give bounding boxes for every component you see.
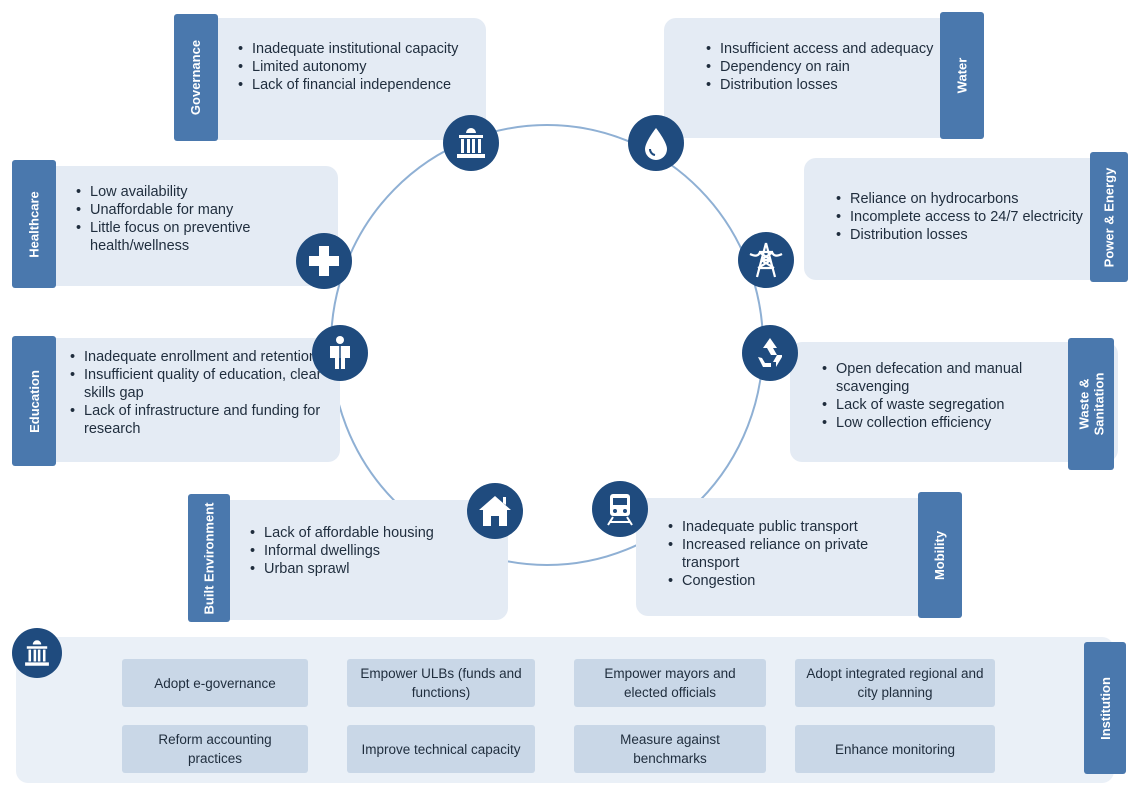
water-list: Insufficient access and adequacy Depende… <box>704 40 934 94</box>
list-item: Unaffordable for many <box>74 201 314 219</box>
water-title: Water <box>954 57 970 94</box>
institution-icon <box>12 628 62 678</box>
institution-title: Institution <box>1097 676 1113 740</box>
list-item: Inadequate public transport <box>666 518 906 536</box>
healthcare-list: Low availability Unaffordable for many L… <box>74 183 314 255</box>
list-item: Insufficient quality of education, clear… <box>68 366 330 402</box>
list-item: Low availability <box>74 183 314 201</box>
action-integrated-planning: Adopt integrated regional and city plann… <box>795 659 995 707</box>
governance-tag: Governance <box>174 14 218 141</box>
action-technical-capacity: Improve technical capacity <box>347 725 535 773</box>
list-item: Lack of affordable housing <box>248 524 448 542</box>
healthcare-tag: Healthcare <box>12 160 56 288</box>
action-empower-ulbs: Empower ULBs (funds and functions) <box>347 659 535 707</box>
list-item: Distribution losses <box>704 76 934 94</box>
list-item: Inadequate institutional capacity <box>236 40 481 58</box>
built-title: Built Environment <box>201 502 217 614</box>
action-adopt-e-governance: Adopt e-governance <box>122 659 308 707</box>
list-item: Urban sprawl <box>248 560 448 578</box>
recycle-icon <box>742 325 798 381</box>
action-reform-accounting: Reform accounting practices <box>122 725 308 773</box>
governance-list: Inadequate institutional capacity Limite… <box>236 40 481 94</box>
mobility-tag: Mobility <box>918 492 962 618</box>
list-item: Informal dwellings <box>248 542 448 560</box>
mobility-title: Mobility <box>932 530 948 580</box>
government-building-icon <box>443 115 499 171</box>
institution-tag: Institution <box>1084 642 1126 774</box>
list-item: Incomplete access to 24/7 electricity <box>834 208 1084 226</box>
education-list: Inadequate enrollment and retention Insu… <box>68 348 330 438</box>
medical-cross-icon <box>296 233 352 289</box>
waste-list: Open defecation and manual scavenging La… <box>820 360 1065 432</box>
power-title: Power & Energy <box>1101 167 1117 267</box>
list-item: Lack of financial independence <box>236 76 481 94</box>
healthcare-title: Healthcare <box>26 190 42 258</box>
power-list: Reliance on hydrocarbons Incomplete acce… <box>834 190 1084 244</box>
action-measure-benchmarks: Measure against benchmarks <box>574 725 766 773</box>
waste-title: Waste &Sanitation <box>1076 372 1106 436</box>
water-drop-icon <box>628 115 684 171</box>
list-item: Distribution losses <box>834 226 1084 244</box>
built-tag: Built Environment <box>188 494 230 622</box>
action-empower-mayors: Empower mayors and elected officials <box>574 659 766 707</box>
train-icon <box>592 481 648 537</box>
governance-title: Governance <box>188 39 204 116</box>
action-enhance-monitoring: Enhance monitoring <box>795 725 995 773</box>
power-tag: Power & Energy <box>1090 152 1128 282</box>
built-list: Lack of affordable housing Informal dwel… <box>248 524 448 578</box>
list-item: Lack of waste segregation <box>820 396 1065 414</box>
list-item: Increased reliance on private transport <box>666 536 906 572</box>
list-item: Lack of infrastructure and funding for r… <box>68 402 330 438</box>
education-title: Education <box>26 369 42 433</box>
list-item: Low collection efficiency <box>820 414 1065 432</box>
list-item: Reliance on hydrocarbons <box>834 190 1084 208</box>
water-tag: Water <box>940 12 984 139</box>
list-item: Open defecation and manual scavenging <box>820 360 1065 396</box>
house-icon <box>467 483 523 539</box>
transmission-tower-icon <box>738 232 794 288</box>
list-item: Insufficient access and adequacy <box>704 40 934 58</box>
list-item: Congestion <box>666 572 906 590</box>
list-item: Inadequate enrollment and retention <box>68 348 330 366</box>
waste-tag: Waste &Sanitation <box>1068 338 1114 470</box>
list-item: Dependency on rain <box>704 58 934 76</box>
list-item: Little focus on preventive health/wellne… <box>74 219 314 255</box>
list-item: Limited autonomy <box>236 58 481 76</box>
education-tag: Education <box>12 336 56 466</box>
mobility-list: Inadequate public transport Increased re… <box>666 518 906 590</box>
reader-icon <box>312 325 368 381</box>
